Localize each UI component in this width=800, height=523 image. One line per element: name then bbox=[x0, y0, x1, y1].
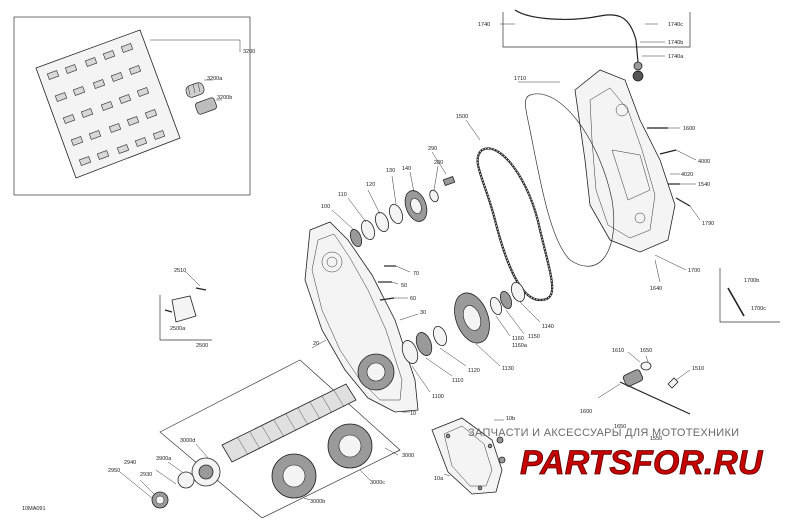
label-140: 140 bbox=[402, 166, 411, 172]
bracket-2500: 2510 2500a 2500 bbox=[159, 268, 212, 349]
label-1140: 1140 bbox=[542, 324, 554, 330]
label-1610: 1610 bbox=[612, 348, 624, 354]
label-2930: 2930 bbox=[140, 472, 152, 478]
label-1160a: 1160a bbox=[512, 343, 528, 349]
label-4000: 4000 bbox=[698, 159, 710, 165]
upper-shaft-parts: 100 110 120 130 140 280 290 bbox=[321, 146, 456, 248]
label-120: 120 bbox=[366, 182, 375, 188]
label-2940: 2940 bbox=[124, 460, 136, 466]
label-1110: 1110 bbox=[452, 378, 463, 384]
label-70: 70 bbox=[413, 271, 419, 277]
label-1740: 1740 bbox=[478, 22, 490, 28]
watermark-caption: ЗАПЧАСТИ И АКСЕССУАРЫ ДЛЯ МОТОТЕХНИКИ bbox=[468, 427, 739, 439]
label-1510: 1510 bbox=[692, 366, 704, 372]
inset-frame bbox=[13, 16, 251, 196]
label-2510: 2510 bbox=[174, 268, 186, 274]
lower-shaft-parts: 1100 1110 1120 1130 1160 1160a 1150 1140 bbox=[401, 281, 554, 400]
label-10a: 10a bbox=[434, 476, 444, 482]
label-1120: 1120 bbox=[468, 368, 480, 374]
drive-shaft-3000: 3000 3000d 3900a 3000c 3000b 2940 2930 2… bbox=[108, 359, 414, 519]
inset-3200-kit: 3200 3200a 3200b bbox=[13, 16, 255, 196]
cover-10a: 10b 10a bbox=[431, 416, 515, 495]
label-1710: 1710 bbox=[514, 76, 526, 82]
chain-1500: 1500 bbox=[456, 93, 615, 302]
label-1740c: 1740c bbox=[668, 22, 683, 28]
label-3200: 3200 bbox=[243, 49, 255, 55]
label-60: 60 bbox=[410, 296, 416, 302]
label-1640: 1640 bbox=[650, 286, 662, 292]
label-290: 290 bbox=[428, 146, 437, 152]
label-1700: 1700 bbox=[688, 268, 700, 274]
sensor-group: 1610 1650 1510 1600 1650 1550 bbox=[580, 348, 704, 442]
label-1500: 1500 bbox=[456, 114, 468, 120]
spring-3200a bbox=[185, 82, 205, 98]
label-1650: 1650 bbox=[640, 348, 652, 354]
label-3200a: 3200a bbox=[207, 76, 223, 82]
label-1600: 1600 bbox=[683, 126, 695, 132]
label-100: 100 bbox=[321, 204, 330, 210]
label-1550: 1550 bbox=[650, 436, 662, 442]
label-280: 280 bbox=[434, 160, 443, 166]
label-1600b: 1600 bbox=[580, 409, 592, 415]
label-3000c: 3000c bbox=[370, 480, 385, 486]
label-1130: 1130 bbox=[502, 366, 514, 372]
label-1700c: 1700c bbox=[751, 306, 766, 312]
label-1150: 1150 bbox=[528, 334, 540, 340]
label-30: 30 bbox=[420, 310, 426, 316]
inner-case: 20 10 70 50 60 30 bbox=[304, 221, 426, 417]
diagram-id: 10MA091 bbox=[22, 506, 46, 512]
label-2950: 2950 bbox=[108, 468, 120, 474]
label-1740b: 1740b bbox=[668, 40, 683, 46]
label-1160: 1160 bbox=[512, 336, 524, 342]
cable-1740-group: 1740 1740c 1740b 1740a bbox=[478, 9, 691, 82]
label-1700b: 1700b bbox=[744, 278, 759, 284]
label-10b: 10b bbox=[506, 416, 515, 422]
watermark: ЗАПЧАСТИ И АКСЕССУАРЫ ДЛЯ МОТОТЕХНИКИ PA… bbox=[468, 427, 764, 482]
label-4020: 4020 bbox=[681, 172, 693, 178]
cable-end bbox=[633, 61, 643, 71]
label-20: 20 bbox=[313, 341, 319, 347]
label-1740a: 1740a bbox=[668, 54, 684, 60]
label-1100: 1100 bbox=[432, 394, 444, 400]
label-1540: 1540 bbox=[698, 182, 710, 188]
sleeve-3200b bbox=[195, 97, 217, 115]
label-110: 110 bbox=[338, 192, 347, 198]
label-1650b: 1650 bbox=[614, 424, 626, 430]
label-50: 50 bbox=[401, 283, 407, 289]
label-3200b: 3200b bbox=[217, 95, 232, 101]
label-3000b: 3000b bbox=[310, 499, 325, 505]
label-10: 10 bbox=[410, 411, 416, 417]
grommet-1740a bbox=[632, 70, 644, 82]
label-3000: 3000 bbox=[402, 453, 414, 459]
cable bbox=[514, 9, 639, 63]
label-2500: 2500 bbox=[196, 343, 208, 349]
label-3000d: 3000d bbox=[180, 438, 195, 444]
label-130: 130 bbox=[386, 168, 395, 174]
label-1790: 1790 bbox=[702, 221, 714, 227]
roller-rows bbox=[46, 43, 166, 166]
label-2500a: 2500a bbox=[170, 326, 186, 332]
watermark-logo: PARTSFOR.RU bbox=[520, 444, 764, 482]
label-3900a: 3900a bbox=[156, 456, 172, 462]
outer-case-1710: 1710 1600 4000 4020 1540 1790 1700 1640 … bbox=[514, 69, 780, 323]
